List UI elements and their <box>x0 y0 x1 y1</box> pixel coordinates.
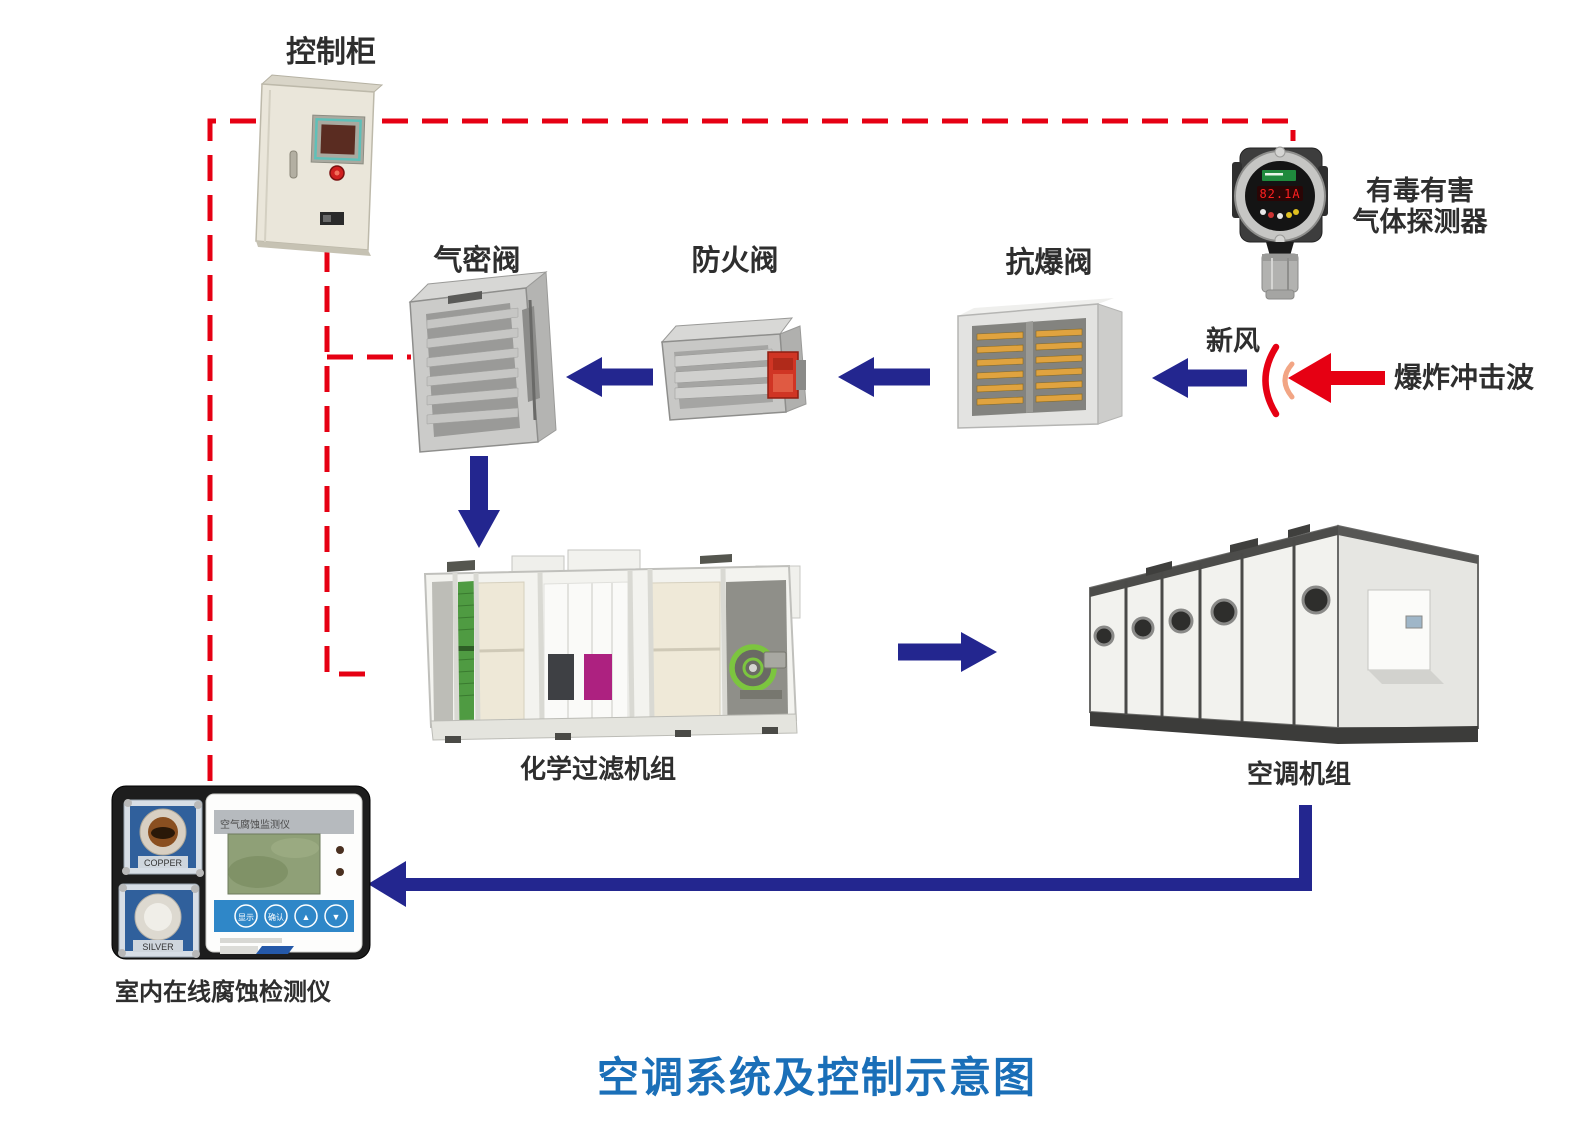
label-blast-valve: 抗爆阀 <box>1005 247 1093 279</box>
monitor-button-down: ▼ <box>332 912 341 922</box>
monitor-button-confirm: 确认 <box>268 912 284 922</box>
monitor-button-up: ▲ <box>302 912 311 922</box>
line-cabinet-down-branch <box>324 246 378 677</box>
corrosion-sensor-silver: SILVER <box>118 883 200 958</box>
silver-sensor-label: SILVER <box>142 942 174 952</box>
label-control-cabinet: 控制柜 <box>286 36 376 69</box>
label-explosion-shockwave: 爆炸冲击波 <box>1394 362 1535 393</box>
label-airtight-valve: 气密阀 <box>433 245 521 277</box>
blast-valve-image <box>957 298 1123 429</box>
label-chemical-filter-unit: 化学过滤机组 <box>519 754 677 784</box>
explosion-shockwave-graphic <box>1262 343 1385 418</box>
corrosion-monitor-panel-title: 空气腐蚀监测仪 <box>220 818 290 831</box>
label-gas-detector-line2: 气体探测器 <box>1352 207 1488 238</box>
corrosion-monitor-buttons: 显示 确认 ▲ ▼ <box>234 904 348 928</box>
gas-detector-image: 82.1A <box>1232 146 1328 300</box>
fire-damper-image <box>660 317 807 421</box>
arrow-explosion-shockwave <box>1288 353 1385 403</box>
chemical-filter-unit-image <box>423 549 801 743</box>
arrow-blastvalve-to-firedamper <box>838 357 930 397</box>
arrow-ahu-to-corrosion-monitor <box>368 805 1312 907</box>
shockwave-arc-outer <box>1262 343 1280 418</box>
diagram-title: 空调系统及控制示意图 <box>596 1054 1038 1101</box>
label-fire-damper: 防火阀 <box>691 245 779 277</box>
control-signal-lines <box>207 118 1296 788</box>
label-gas-detector: 有毒有害 气体探测器 <box>1353 176 1488 238</box>
airflow-arrows <box>368 357 1312 907</box>
line-cabinet-to-gas-detector <box>382 118 1296 141</box>
corrosion-sensor-copper: COPPER <box>122 799 204 877</box>
label-corrosion-monitor: 室内在线腐蚀检测仪 <box>115 979 331 1006</box>
gas-detector-led-readout: 82.1A <box>1259 187 1300 201</box>
monitor-button-display: 显示 <box>238 913 254 922</box>
arrow-filter-to-ahu <box>898 632 997 672</box>
arrow-firedamper-to-airtight <box>566 357 653 397</box>
line-cabinet-to-corrosion-monitor <box>207 118 256 788</box>
shockwave-arc-inner <box>1282 361 1295 400</box>
copper-sensor-label: COPPER <box>144 858 183 868</box>
label-gas-detector-line1: 有毒有害 <box>1366 176 1474 206</box>
airtight-valve-image <box>408 271 557 453</box>
label-air-conditioning-unit: 空调机组 <box>1246 759 1352 789</box>
label-fresh-air: 新风 <box>1206 326 1260 356</box>
control-cabinet-image <box>255 74 384 256</box>
corrosion-monitor-image: COPPER SILVER 空气腐蚀监测仪 显示 确认 <box>111 785 371 960</box>
arrow-freshair-into-blastvalve <box>1152 358 1247 398</box>
arrow-airtight-down-to-filter <box>458 456 500 548</box>
air-conditioning-unit-image <box>1089 524 1479 744</box>
